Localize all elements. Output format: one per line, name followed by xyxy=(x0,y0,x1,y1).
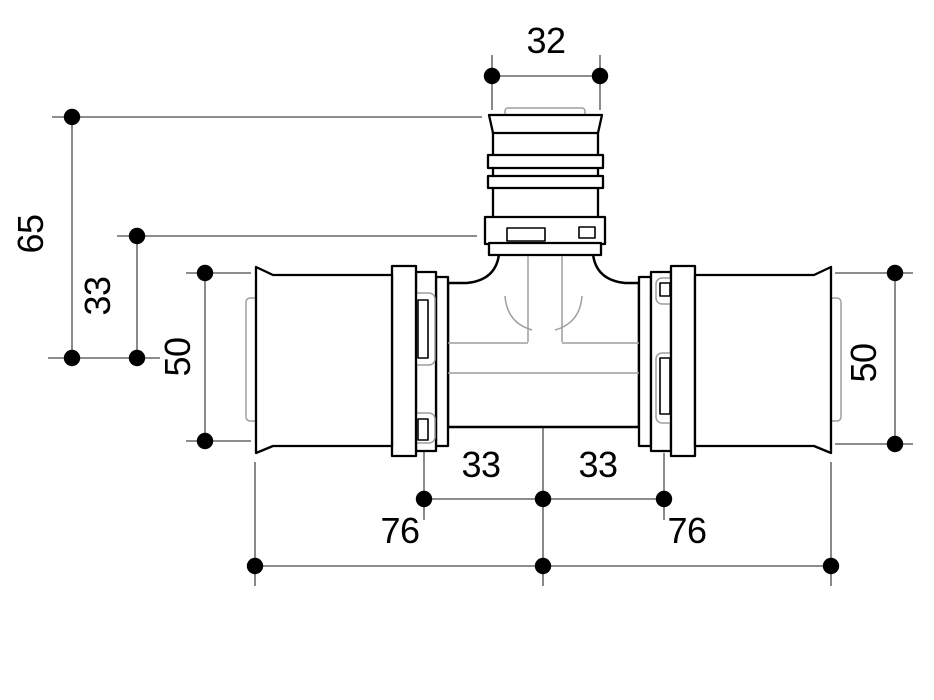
left-sleeve-neck xyxy=(434,275,450,448)
dimension-dots xyxy=(63,67,904,575)
dimension-dot xyxy=(534,557,552,575)
dimension-dot xyxy=(415,490,433,508)
dim-label-bottom-outer-left: 76 xyxy=(380,510,419,551)
dim-label-right-diameter: 50 xyxy=(843,343,884,382)
dimension-dot xyxy=(591,67,609,85)
left-sleeve-collar xyxy=(390,264,418,458)
top-branch-sleeve xyxy=(483,113,607,257)
bore-detail-lines xyxy=(448,256,639,374)
dimension-dot xyxy=(483,67,501,85)
dimension-dot xyxy=(822,557,840,575)
dimension-label-group: 32 65 33 50 50 33 33 76 76 xyxy=(10,20,884,551)
top-sleeve-band xyxy=(487,241,603,257)
inspection-window xyxy=(659,357,671,415)
right-sleeve-collar xyxy=(669,264,697,458)
right-sleeve-neck xyxy=(637,275,653,448)
inspection-window xyxy=(659,282,671,297)
left-press-sleeve xyxy=(254,264,450,458)
dimension-dot xyxy=(246,557,264,575)
dim-label-left-diameter: 50 xyxy=(157,337,198,376)
dim-label-left-upper-offset: 33 xyxy=(77,276,118,315)
right-press-sleeve xyxy=(637,264,833,458)
dimension-dot xyxy=(196,432,214,450)
dimension-dot xyxy=(196,264,214,282)
top-sleeve-body xyxy=(491,128,600,220)
dim-label-bottom-outer-right: 76 xyxy=(667,510,706,551)
top-sleeve-ring xyxy=(486,174,605,190)
dimension-dot xyxy=(534,490,552,508)
collar-window xyxy=(506,227,546,242)
top-sleeve-lip xyxy=(487,113,604,135)
dimension-dot xyxy=(886,435,904,453)
top-sleeve-ring xyxy=(486,153,605,170)
left-sleeve-body xyxy=(254,265,394,455)
dimension-dot xyxy=(63,108,81,126)
inspection-window xyxy=(417,418,429,441)
bore-fillet-arc xyxy=(504,295,533,331)
dim-label-bottom-inner-left: 33 xyxy=(461,444,500,485)
dim-label-top-width: 32 xyxy=(526,20,565,61)
bore-fillet-arc xyxy=(554,295,583,331)
tee-press-fitting xyxy=(245,107,842,458)
dimension-dot xyxy=(128,227,146,245)
dim-label-left-total-height: 65 xyxy=(10,214,51,253)
dimension-dot xyxy=(886,264,904,282)
tee-body xyxy=(446,244,641,429)
collar-window xyxy=(578,226,596,239)
dimension-dot xyxy=(655,490,673,508)
right-sleeve-body xyxy=(693,265,833,455)
dimension-dot xyxy=(63,349,81,367)
inspection-window xyxy=(417,299,429,359)
dim-label-bottom-inner-right: 33 xyxy=(578,444,617,485)
dimension-dot xyxy=(128,349,146,367)
